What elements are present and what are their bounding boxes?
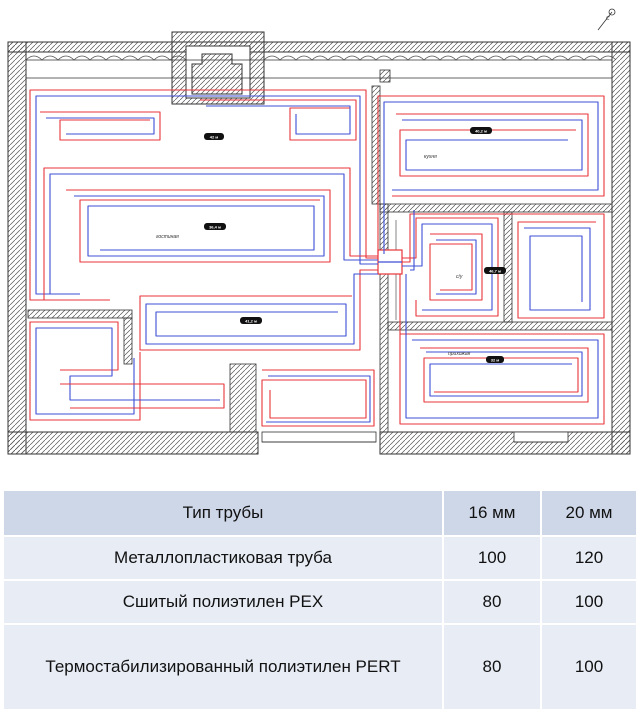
table-row: Сшитый полиэтилен PEX 80 100 bbox=[2, 579, 637, 625]
loop-hall-return bbox=[405, 274, 599, 419]
loop-mid-return bbox=[145, 273, 378, 345]
loop-lower-left-supply bbox=[29, 321, 141, 421]
compass-icon: С bbox=[597, 8, 616, 31]
outer-walls bbox=[7, 31, 631, 455]
loop-top-left-return bbox=[35, 95, 378, 295]
loop-tag-6: 32 м bbox=[491, 358, 500, 363]
loop-bottom-coil-supply bbox=[261, 369, 375, 427]
loop-bath-return bbox=[402, 223, 493, 311]
loop-tag-2: 40,2 м bbox=[475, 129, 487, 134]
room-label-living: гостиная bbox=[156, 234, 179, 240]
table-header-row: Тип трубы 16 мм 20 мм bbox=[2, 489, 637, 537]
loop-tags: 42 м 40,2 м 36,4 м 41,2 м 46,7 м 32 м bbox=[204, 127, 506, 363]
chimney-step bbox=[191, 53, 243, 95]
loop-bath-inner-return bbox=[436, 239, 477, 295]
pipe-table: Тип трубы 16 мм 20 мм Металлопластиковая… bbox=[2, 489, 637, 711]
loop-living-inner-supply bbox=[66, 189, 331, 263]
loop-top-left-supply bbox=[29, 89, 378, 301]
loop-hall-inner-return bbox=[426, 351, 583, 397]
loop-right-return bbox=[410, 210, 591, 311]
loop-tag-4: 41,2 м bbox=[245, 319, 257, 324]
interior-walls bbox=[27, 69, 613, 433]
loop-bath-inner bbox=[429, 233, 483, 301]
compass-label: С bbox=[606, 16, 610, 22]
row-pipe-type: Металлопластиковая труба bbox=[2, 535, 444, 581]
header-20mm: 20 мм bbox=[540, 489, 637, 537]
room-label-kitchen: кухня bbox=[424, 154, 437, 160]
loop-living-inner-return bbox=[74, 195, 325, 257]
table-row: Металлопластиковая труба 100 120 bbox=[2, 535, 637, 581]
loop-tag-5: 46,7 м bbox=[489, 269, 501, 274]
loop-kitchen-return bbox=[383, 101, 599, 254]
header-16mm: 16 мм bbox=[442, 489, 542, 537]
floor-plan: С bbox=[7, 8, 631, 455]
loop-top-right-coil-supply bbox=[200, 99, 357, 141]
loop-hall-inner-supply bbox=[420, 347, 589, 403]
loop-lower-left-return bbox=[35, 327, 220, 415]
loop-living-return bbox=[49, 173, 378, 294]
bottom-opening-right bbox=[513, 431, 569, 443]
loop-top-right-coil-return bbox=[206, 105, 351, 135]
loop-bath-supply bbox=[402, 217, 499, 317]
loop-mid-supply bbox=[139, 269, 378, 351]
loop-right-supply bbox=[402, 213, 605, 319]
header-pipe-type: Тип трубы bbox=[2, 489, 444, 537]
loop-bottom-coil-return bbox=[266, 375, 371, 423]
loop-kitchen-supply bbox=[377, 95, 605, 254]
bottom-opening bbox=[261, 431, 377, 443]
loop-top-coil-supply bbox=[40, 111, 161, 141]
row-16mm-value: 100 bbox=[442, 535, 542, 581]
row-20mm-value: 120 bbox=[540, 535, 637, 581]
facade-scallop bbox=[25, 55, 617, 61]
loop-top-coil-return bbox=[46, 117, 155, 135]
row-pipe-type: Сшитый полиэтилен PEX bbox=[2, 579, 444, 625]
row-20mm-value: 100 bbox=[540, 623, 637, 711]
room-label-hallway: прихожая bbox=[448, 351, 471, 357]
loop-hall-supply bbox=[399, 274, 605, 425]
table-row: Термостабилизированный полиэтилен PERT 8… bbox=[2, 623, 637, 711]
row-16mm-value: 80 bbox=[442, 623, 542, 711]
row-16mm-value: 80 bbox=[442, 579, 542, 625]
loop-kitchen-inner-return bbox=[402, 119, 583, 171]
loop-living-supply bbox=[43, 167, 378, 301]
loop-tag-3: 36,4 м bbox=[209, 225, 221, 230]
loop-kitchen-inner-supply bbox=[396, 113, 589, 177]
loop-tag-1: 42 м bbox=[210, 135, 219, 140]
loop-lower-left-coil bbox=[60, 383, 225, 409]
room-label-bathroom: с/у bbox=[456, 274, 463, 280]
row-20mm-value: 100 bbox=[540, 579, 637, 625]
row-pipe-type: Термостабилизированный полиэтилен PERT bbox=[2, 623, 444, 711]
